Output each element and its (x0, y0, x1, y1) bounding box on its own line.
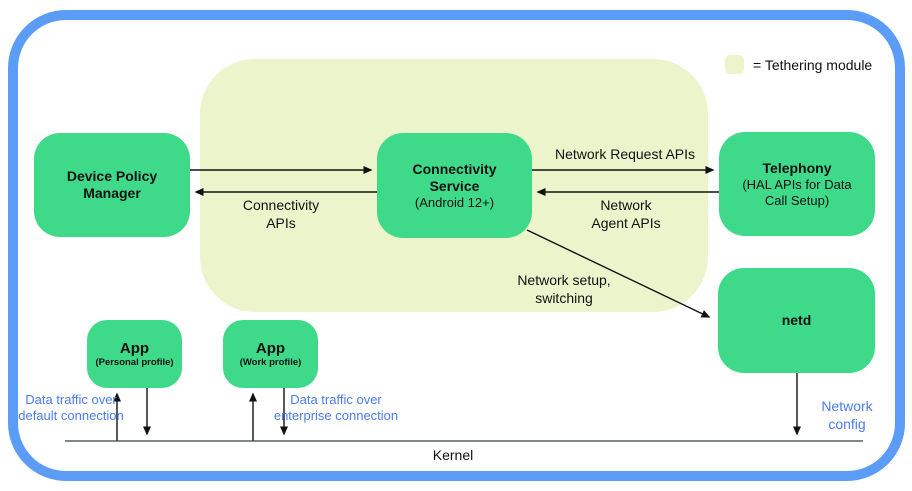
node-device-policy-manager: Device Policy Manager (34, 133, 190, 237)
node-telephony: Telephony (HAL APIs for Data Call Setup) (719, 132, 875, 236)
label-network-setup-switching: Network setup, switching (517, 272, 611, 306)
label-connectivity-apis: Connectivity APIs (242, 197, 320, 231)
node-title: App (255, 340, 286, 357)
node-connectivity-service: Connectivity Service (Android 12+) (377, 133, 532, 238)
label-network-agent-apis: Network Agent APIs (591, 197, 661, 231)
node-title: Connectivity Service (412, 160, 497, 194)
label-data-traffic-enterprise: Data traffic over enterprise connection (273, 392, 399, 423)
node-title: App (119, 340, 150, 357)
node-title: netd (781, 312, 812, 328)
node-app-work: App (Work profile) (223, 320, 318, 388)
legend-label: = Tethering module (753, 56, 873, 73)
node-subtitle: (HAL APIs for Data Call Setup) (742, 176, 852, 208)
legend: = Tethering module (725, 55, 872, 74)
label-data-traffic-default: Data traffic over default connection (18, 392, 124, 423)
kernel-label: Kernel (432, 447, 474, 463)
node-subtitle: (Personal profile) (95, 357, 174, 368)
node-netd: netd (718, 268, 875, 373)
tethering-module-swatch-icon (725, 55, 744, 74)
label-network-request-apis: Network Request APIs (554, 146, 696, 162)
label-network-config: Network config (821, 398, 873, 432)
node-app-personal: App (Personal profile) (87, 320, 182, 388)
node-subtitle: (Android 12+) (414, 194, 495, 210)
device-frame-border (8, 10, 905, 481)
node-title: Telephony (762, 159, 832, 176)
node-subtitle: (Work profile) (239, 357, 302, 368)
node-title: Device Policy Manager (66, 168, 158, 201)
